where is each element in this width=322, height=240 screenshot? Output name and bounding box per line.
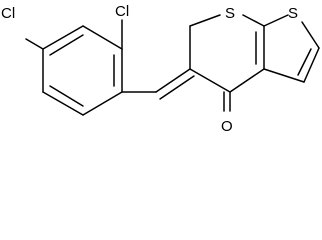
bond-sulfur-thiophene-c2 bbox=[301, 21, 320, 49]
atom-chlorine-left: Cl bbox=[1, 5, 15, 22]
bond-c3a-c4 bbox=[229, 68, 265, 93]
bond-methylidene-ring-double-inner bbox=[159, 75, 195, 100]
bond-c7a-sulfur-thiophene bbox=[263, 14, 289, 27]
bond-c2-c3-thiophene-inner bbox=[297, 48, 312, 76]
atom-sulfur-thiophene: S bbox=[288, 5, 298, 22]
bond-c2-c3 bbox=[82, 25, 123, 50]
atom-chlorine-top: Cl bbox=[115, 3, 129, 20]
bond-methylidene-ring-double bbox=[155, 68, 191, 93]
thiophene-ring bbox=[263, 14, 320, 83]
atom-oxygen-carbonyl: O bbox=[221, 118, 233, 135]
atom-sulfur-ring: S bbox=[225, 5, 235, 22]
bond-c5-c6-inner bbox=[49, 85, 84, 107]
bond-c5-c6 bbox=[42, 91, 84, 116]
bond-c1-c2 bbox=[42, 25, 84, 50]
bond-sulfur-c7a bbox=[242, 14, 265, 27]
bond-c6ring-sulfur bbox=[189, 14, 221, 27]
benzene-ring bbox=[42, 25, 123, 116]
bond-c4-c5ring bbox=[189, 68, 231, 93]
bond-c4-c5 bbox=[82, 91, 123, 116]
bond-c2-c3-thiophene bbox=[303, 47, 320, 83]
substituent-bonds bbox=[25, 19, 195, 100]
thiopyranone-ring bbox=[189, 14, 265, 112]
bond-c1-c2-inner bbox=[49, 34, 84, 56]
bond-c3-c3a-thiophene bbox=[263, 68, 305, 83]
bond-c1-chlorine-left bbox=[25, 38, 44, 50]
molecule-structure-diagram: Cl Cl S S O bbox=[1, 3, 320, 135]
